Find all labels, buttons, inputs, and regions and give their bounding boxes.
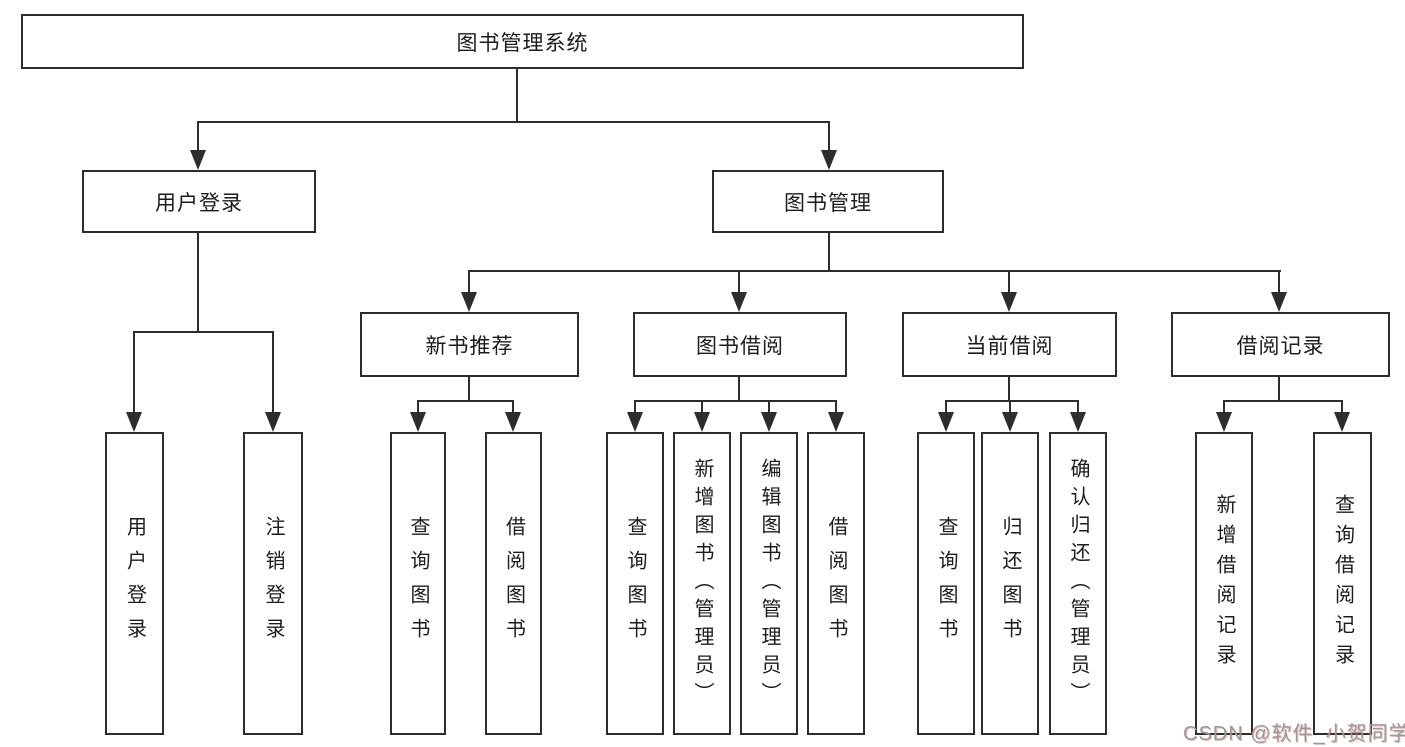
connector-level3-split xyxy=(468,270,1281,272)
node-book-mgmt-label: 图书管理 xyxy=(784,191,872,215)
node-borrow-record: 借阅记录 xyxy=(1171,312,1390,377)
node-current-borrow: 当前借阅 xyxy=(902,312,1117,377)
leaf-query-book-borrow-label: 查询图书 xyxy=(624,515,646,652)
arrowhead-add-book xyxy=(694,412,710,432)
connector-stem-borrow-record xyxy=(1278,270,1280,294)
leaf-add-book: 新增图书（管理员） xyxy=(673,432,731,735)
node-root-label: 图书管理系统 xyxy=(456,31,589,55)
leaf-confirm-return: 确认归还（管理员） xyxy=(1049,432,1107,735)
connector-borrow-record-split xyxy=(1223,400,1343,402)
leaf-return-book-label: 归还图书 xyxy=(999,515,1021,652)
connector-stem-leaf-logout xyxy=(272,331,274,413)
connector-stem-add-borrow-record xyxy=(1223,400,1225,415)
leaf-borrow-book-borrow: 借阅图书 xyxy=(807,432,865,735)
node-current-borrow-label: 当前借阅 xyxy=(965,334,1054,358)
leaf-return-book: 归还图书 xyxy=(981,432,1039,735)
leaf-logout: 注销登录 xyxy=(243,432,303,735)
connector-user-login-trunk xyxy=(197,233,199,333)
arrowhead-borrow-book-rec xyxy=(505,412,521,432)
leaf-query-book-borrow: 查询图书 xyxy=(606,432,664,735)
leaf-query-book-rec: 查询图书 xyxy=(390,432,446,735)
leaf-query-book-current-label: 查询图书 xyxy=(935,515,957,652)
arrowhead-book-borrow xyxy=(731,292,747,312)
arrowhead-borrow-book-borrow xyxy=(828,412,844,432)
connector-stem-borrow-book-rec xyxy=(512,400,514,415)
node-book-borrow: 图书借阅 xyxy=(633,312,847,377)
connector-stem-borrow-book-borrow xyxy=(835,400,837,415)
connector-stem-book-mgmt xyxy=(828,121,830,152)
connector-current-borrow-trunk xyxy=(1008,377,1010,402)
leaf-edit-book-label: 编辑图书（管理员） xyxy=(758,457,780,710)
connector-stem-confirm-return xyxy=(1077,400,1079,415)
connector-new-book-rec-split xyxy=(417,400,514,402)
arrowhead-new-book-rec xyxy=(461,292,477,312)
connector-current-borrow-split xyxy=(945,400,1079,402)
leaf-user-login-label: 用户登录 xyxy=(123,515,146,652)
csdn-watermark: CSDN @软件_小贺同学 xyxy=(1183,723,1405,745)
connector-level1-split xyxy=(197,121,830,123)
arrowhead-query-book-rec xyxy=(410,412,426,432)
leaf-query-borrow-record: 查询借阅记录 xyxy=(1313,432,1372,735)
node-user-login: 用户登录 xyxy=(82,170,316,233)
node-root: 图书管理系统 xyxy=(21,14,1024,69)
arrowhead-confirm-return xyxy=(1070,412,1086,432)
leaf-add-book-label: 新增图书（管理员） xyxy=(691,457,713,710)
leaf-add-borrow-record: 新增借阅记录 xyxy=(1195,432,1253,735)
leaf-query-book-rec-label: 查询图书 xyxy=(407,515,429,652)
arrowhead-current-borrow xyxy=(1001,292,1017,312)
leaf-query-borrow-record-label: 查询借阅记录 xyxy=(1331,493,1354,674)
arrowhead-user-login xyxy=(190,150,206,170)
node-new-book-rec: 新书推荐 xyxy=(360,312,579,377)
arrowhead-return-book xyxy=(1002,412,1018,432)
node-new-book-rec-label: 新书推荐 xyxy=(425,334,514,358)
leaf-confirm-return-label: 确认归还（管理员） xyxy=(1067,457,1089,710)
connector-stem-query-book-current xyxy=(945,400,947,415)
arrowhead-query-borrow-record xyxy=(1334,412,1350,432)
connector-stem-user-login xyxy=(197,121,199,152)
connector-stem-return-book xyxy=(1009,400,1011,415)
connector-user-login-split xyxy=(133,331,274,333)
arrowhead-query-book-current xyxy=(938,412,954,432)
node-borrow-record-label: 借阅记录 xyxy=(1236,334,1325,358)
leaf-query-book-current: 查询图书 xyxy=(917,432,975,735)
connector-stem-current-borrow xyxy=(1008,270,1010,294)
leaf-add-borrow-record-label: 新增借阅记录 xyxy=(1213,493,1235,674)
connector-stem-query-book-rec xyxy=(417,400,419,415)
connector-book-borrow-trunk xyxy=(738,377,740,402)
leaf-borrow-book-borrow-label: 借阅图书 xyxy=(825,515,847,652)
connector-root-trunk xyxy=(516,69,518,122)
node-user-login-label: 用户登录 xyxy=(155,191,243,215)
leaf-edit-book: 编辑图书（管理员） xyxy=(740,432,798,735)
connector-new-book-rec-trunk xyxy=(468,377,470,402)
connector-stem-query-borrow-record xyxy=(1341,400,1343,415)
connector-book-borrow-split xyxy=(634,400,837,402)
connector-stem-book-borrow xyxy=(738,270,740,294)
connector-stem-leaf-user-login xyxy=(133,331,135,413)
connector-borrow-record-trunk xyxy=(1278,377,1280,402)
leaf-logout-label: 注销登录 xyxy=(262,515,284,652)
connector-stem-query-book-borrow xyxy=(634,400,636,415)
connector-stem-new-book-rec xyxy=(468,270,470,294)
node-book-borrow-label: 图书借阅 xyxy=(696,334,784,358)
leaf-borrow-book-rec: 借阅图书 xyxy=(485,432,542,735)
node-book-mgmt: 图书管理 xyxy=(712,170,944,233)
leaf-borrow-book-rec-label: 借阅图书 xyxy=(502,515,525,652)
connector-book-mgmt-trunk xyxy=(828,233,830,272)
arrowhead-borrow-record xyxy=(1271,292,1287,312)
arrowhead-edit-book xyxy=(761,412,777,432)
arrowhead-leaf-logout xyxy=(265,412,281,432)
arrowhead-leaf-user-login xyxy=(126,412,142,432)
leaf-user-login: 用户登录 xyxy=(105,432,164,735)
connector-stem-add-book xyxy=(701,400,703,415)
arrowhead-query-book-borrow xyxy=(627,412,643,432)
arrowhead-book-mgmt xyxy=(821,150,837,170)
connector-stem-edit-book xyxy=(768,400,770,415)
arrowhead-add-borrow-record xyxy=(1216,412,1232,432)
